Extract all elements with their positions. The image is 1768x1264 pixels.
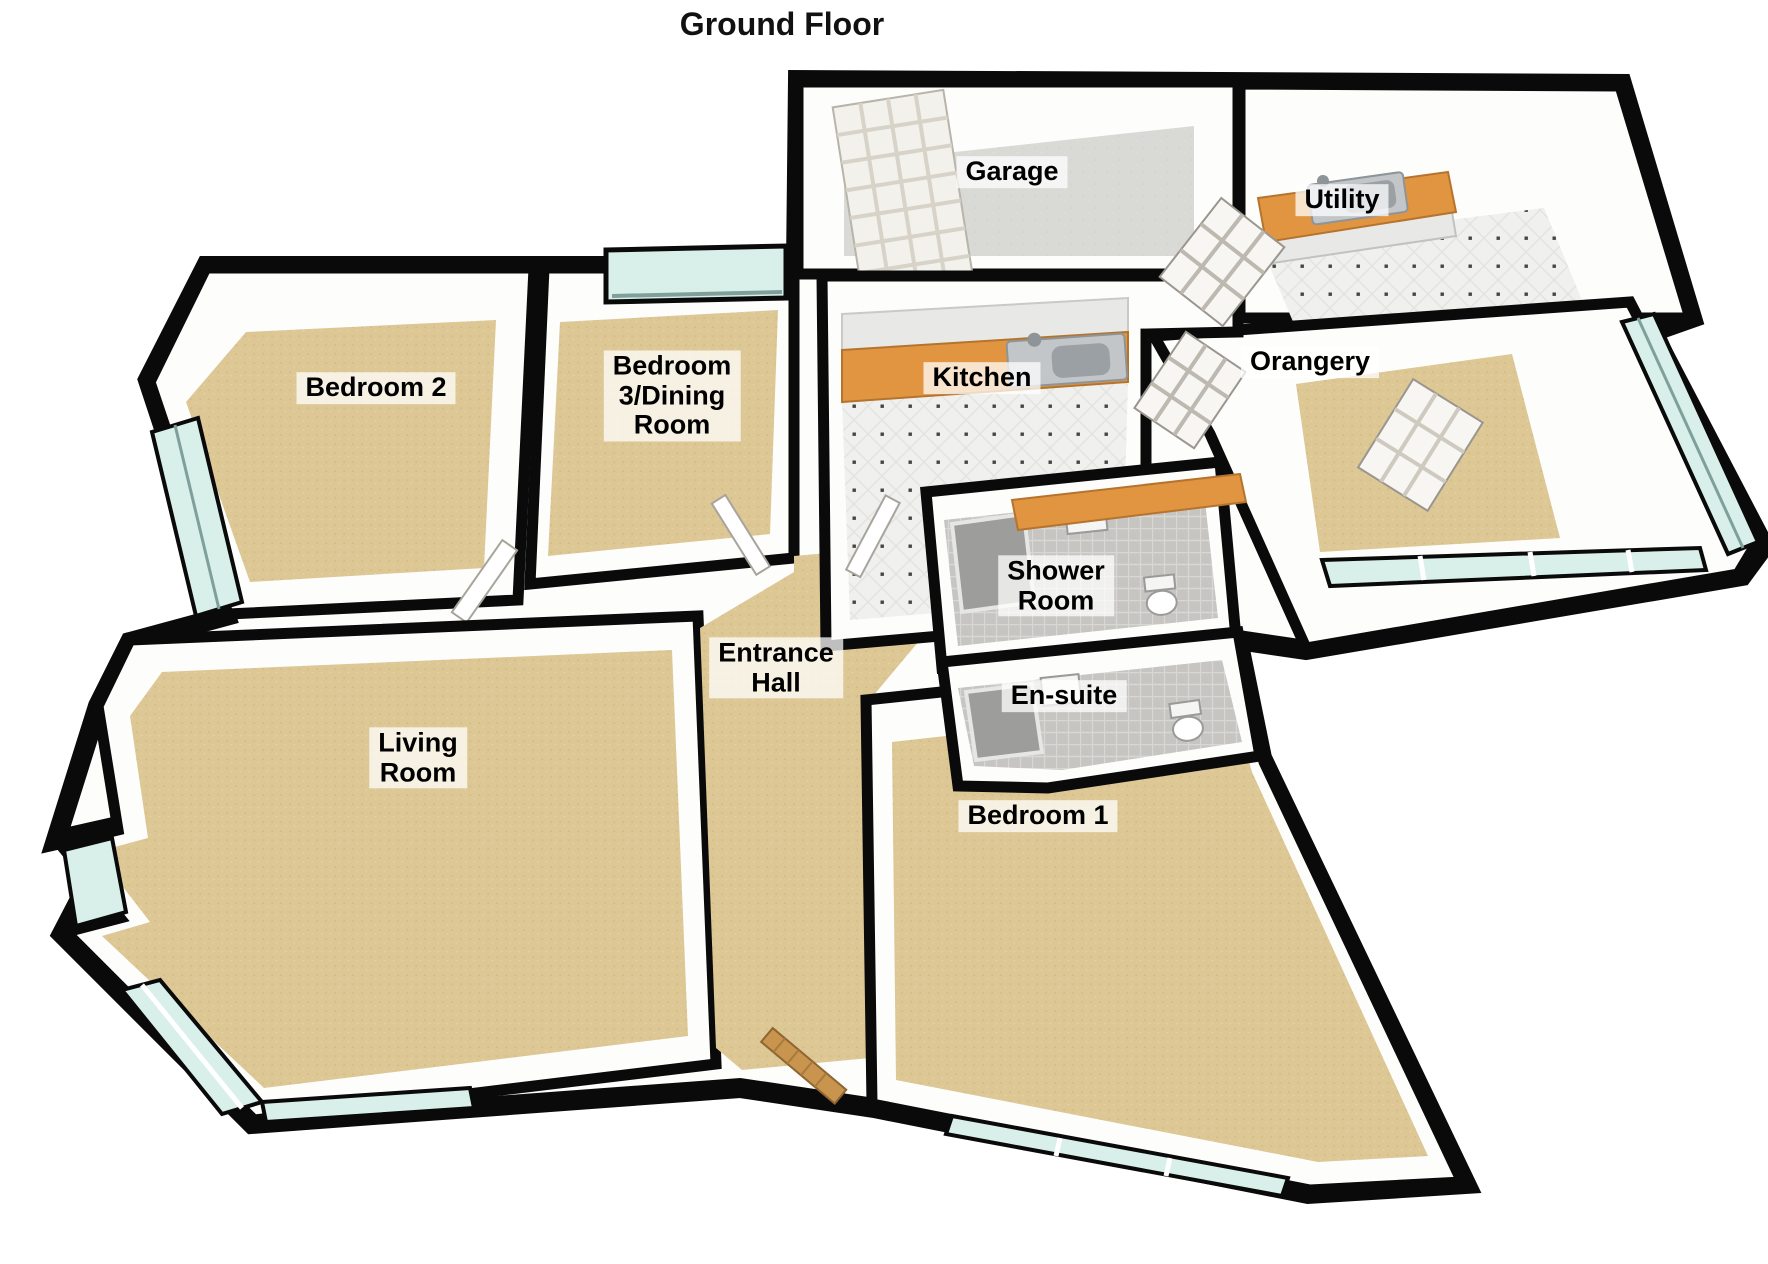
living-window-south [259,1085,477,1125]
living-window-west [61,835,129,929]
room-garage [792,76,1244,305]
room-bedroom2 [144,262,540,624]
orangery-glass-east [1619,311,1761,557]
orangery-door [1356,377,1485,513]
label-kitchen: Kitchen [923,362,1041,394]
label-ensuite: En-suite [1001,680,1127,712]
bedroom1-window-south [943,1113,1291,1199]
lobby-door-2 [1133,330,1247,450]
label-bedroom1: Bedroom 1 [958,800,1118,832]
garage-door [831,88,976,305]
shower-toilet [1142,573,1178,616]
room-orangery [1144,296,1763,655]
bedroom2-window [149,415,245,619]
label-garage: Garage [956,156,1068,188]
lobby-door-1 [1158,196,1286,328]
label-orangery: Orangery [1240,346,1380,378]
page-title: Ground Floor [679,6,885,42]
label-bedroom3: Bedroom 3/Dining Room [603,350,741,442]
label-living-room: Living Room [369,727,467,789]
label-bedroom2: Bedroom 2 [296,372,456,404]
ensuite-toilet [1168,698,1204,742]
bedroom3-door [710,493,772,577]
front-door [759,1026,848,1105]
label-utility: Utility [1295,184,1389,216]
bedroom3-window [603,243,789,305]
label-entrance-hall: Entrance Hall [709,637,843,699]
orangery-glass-south [1319,545,1709,589]
bedroom2-door [450,538,519,624]
kitchen-door [844,494,902,579]
room-living [50,610,722,1126]
label-shower-room: Shower Room [998,555,1114,617]
kitchen-counter-south [1010,472,1248,532]
